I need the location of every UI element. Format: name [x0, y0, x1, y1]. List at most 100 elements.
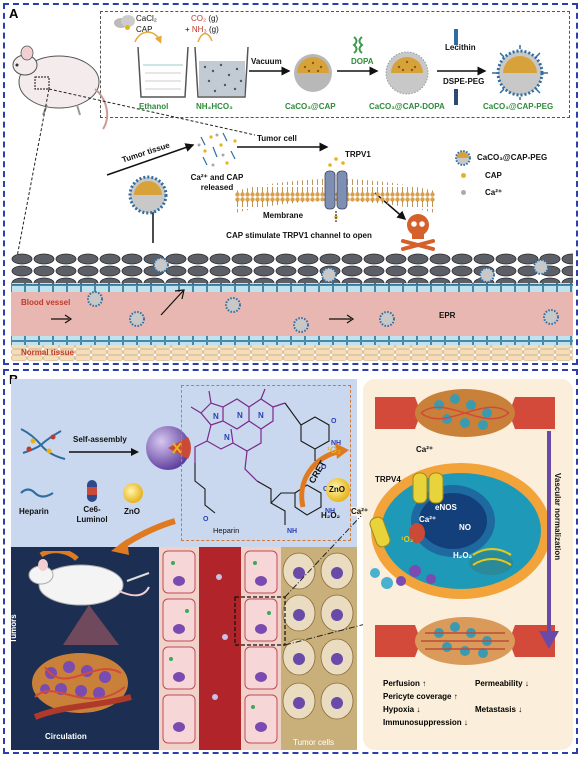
zno-icon — [123, 483, 143, 503]
svg-text:O: O — [321, 464, 327, 471]
label-normal-tissue: Normal tissue — [21, 348, 74, 357]
panel-a-letter: A — [9, 6, 19, 21]
legend-cap-dot — [461, 173, 466, 178]
legend-heparin: Heparin — [19, 507, 49, 516]
lecithin-icon — [454, 29, 458, 45]
outcome-immunosuppression: Immunosuppression ↓ — [383, 718, 468, 727]
svg-text:O: O — [203, 516, 209, 523]
beakers-icon — [137, 46, 249, 98]
cloud-icon — [114, 15, 135, 28]
legend-ce6-luminol: Ce6-Luminol — [76, 505, 108, 524]
synthesis-arrows — [249, 66, 487, 76]
released-particles — [197, 132, 237, 167]
dopa-icon — [352, 36, 364, 54]
svg-text:NH: NH — [325, 508, 335, 515]
label-zno-ball: ZnO — [329, 485, 345, 494]
blood-vessel-scene — [11, 253, 573, 361]
label-h2o2: H₂O₂ — [321, 511, 341, 520]
outcome-hypoxia: Hypoxia ↓ — [383, 705, 421, 714]
svg-text:O: O — [323, 486, 329, 493]
outcome-perfusion: Perfusion ↑ — [383, 679, 427, 688]
ce6-luminol-icon — [87, 480, 97, 502]
panel-b: B Self-assembly Heparin Ce6-Luminol ZnO — [3, 369, 578, 754]
label-o2-cell: ¹O₂ — [401, 535, 414, 544]
label-cap-stimulate: CAP stimulate TRPV1 channel to open — [226, 231, 372, 240]
tumor-mass-icon — [32, 653, 132, 720]
label-blood-vessel: Blood vessel — [21, 298, 71, 307]
zoom-lines — [16, 88, 256, 258]
caco3-cap-dopa-particle — [385, 51, 429, 95]
svg-text:NH: NH — [331, 440, 341, 447]
vascular-normalization-arrow — [539, 431, 559, 649]
svg-text:N: N — [237, 411, 243, 420]
label-trpv1: TRPV1 — [345, 150, 371, 159]
structure-box — [181, 385, 351, 541]
nanoparticle-icon — [146, 426, 191, 470]
zoom-lines-b — [284, 500, 378, 646]
caco3-cap-particle — [294, 54, 332, 92]
product-caco3-cap-dopa: CaCO₃@CAP-DOPA — [369, 102, 445, 111]
tumor-cell-diagram — [369, 463, 551, 599]
step-dspe-peg: DSPE-PEG — [443, 77, 485, 86]
skull-icon — [401, 214, 435, 251]
legend-ca: Ca²⁺ — [485, 188, 503, 197]
svg-text:N: N — [213, 412, 219, 421]
label-vascular-normalization: Vascular normalization — [553, 473, 562, 561]
label-ca-left: Ca²⁺ — [351, 507, 369, 516]
vessel-top-icon — [375, 389, 555, 437]
step-dopa: DOPA — [351, 57, 374, 66]
beaker-label-ethanol: Ethanol — [139, 102, 169, 111]
zno-ball-icon — [326, 478, 350, 502]
label-tumor-cell: Tumor cell — [257, 134, 297, 143]
label-no: NO — [459, 523, 471, 532]
dspe-peg-icon — [454, 89, 458, 105]
label-self-assembly: Self-assembly — [73, 435, 127, 444]
step-lecithin: Lecithin — [445, 43, 476, 52]
synthesis-box — [100, 11, 570, 118]
label-trpv4: TRPV4 — [375, 475, 401, 484]
legend-cap: CAP — [485, 171, 502, 180]
heparin-strands-icon — [20, 428, 66, 460]
product-caco3-cap-peg: CaCO₃@CAP-PEG — [483, 102, 554, 111]
svg-text:NH: NH — [287, 528, 297, 535]
circulating-particle — [128, 175, 168, 215]
label-enos: eNOS — [435, 503, 457, 512]
cret-arrow — [299, 443, 349, 508]
heparin-legend-icon — [20, 488, 54, 498]
structure-heparin-label: Heparin — [213, 526, 239, 535]
label-membrane: Membrane — [263, 211, 304, 220]
label-h2o2-cell: H₂O₂ — [453, 551, 473, 560]
vessel-cells-scene — [159, 547, 357, 750]
label-circulation: Circulation — [45, 732, 87, 741]
reagent-co2-line: CO₂ (g) — [191, 14, 219, 23]
beaker-label-nh4hco3: NH₄HCO₃ — [196, 102, 233, 111]
panel-a: A CaCl₂ CAP CO₂ (g) + NH₃ (g) — [3, 3, 578, 365]
reagent-nh3-line: + NH₃ (g) — [185, 25, 219, 34]
step-vacuum: Vacuum — [251, 57, 282, 66]
outcome-pericyte: Pericyte coverage ↑ — [383, 692, 458, 701]
svg-text:O: O — [331, 418, 337, 425]
reagent-cacl2: CaCl₂ — [136, 14, 157, 23]
reagent-cap: CAP — [136, 25, 153, 34]
reagent-arrows — [134, 31, 213, 44]
outcome-metastasis: Metastasis ↓ — [475, 705, 523, 714]
legend-ca-dot — [461, 190, 466, 195]
legend-zno: ZnO — [124, 507, 140, 516]
caco3-cap-peg-particle — [492, 45, 548, 100]
legend-particle-icon — [455, 150, 471, 166]
label-released: Ca²⁺ and CAP released — [190, 173, 244, 192]
product-caco3-cap: CaCO₃@CAP — [285, 102, 336, 111]
label-ca-top: Ca²⁺ — [416, 445, 434, 454]
mouse-treatment-icon — [28, 551, 150, 645]
svg-text:N: N — [258, 411, 264, 420]
membrane-trpv1 — [235, 157, 435, 223]
label-ca-inner: Ca²⁺ — [419, 515, 437, 524]
outcome-permeability: Permeability ↓ — [475, 679, 529, 688]
label-singlet-o2: ¹O₂ — [327, 445, 341, 455]
legend-particle: CaCO₃@CAP-PEG — [477, 153, 548, 162]
vessel-bottom-icon — [375, 617, 555, 665]
label-epr: EPR — [439, 311, 456, 320]
self-assembly-arrow — [69, 448, 139, 456]
injection-arrow — [111, 518, 176, 555]
